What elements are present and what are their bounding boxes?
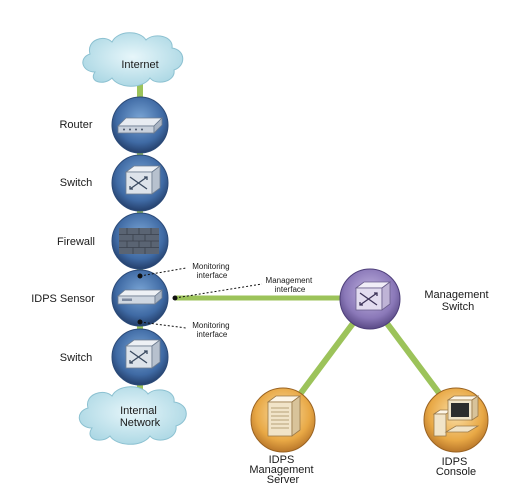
server-label-line1: IDPS bbox=[269, 454, 295, 466]
switch-icon bbox=[124, 165, 162, 195]
monitoring-interface-top-label: Monitoring interface bbox=[192, 262, 232, 280]
console-label-line1: IDPS bbox=[442, 456, 468, 468]
firewall-node: Firewall bbox=[57, 212, 169, 270]
switch-top-node: Switch bbox=[60, 154, 169, 212]
management-line2: interface bbox=[275, 285, 306, 294]
console-label-line2: Console bbox=[436, 466, 476, 478]
switch-top-label: Switch bbox=[60, 177, 92, 189]
internal-network-cloud: Internal Network bbox=[78, 386, 187, 445]
management-switch-node: Management Switch bbox=[339, 268, 491, 330]
links bbox=[137, 70, 451, 410]
monitoring-top-line1: Monitoring bbox=[192, 262, 229, 271]
idps-console-label: IDPS Console bbox=[436, 456, 476, 478]
idps-management-server-label: IDPS Management Server bbox=[249, 454, 316, 483]
management-switch-label-line2: Switch bbox=[442, 301, 474, 313]
router-node: Router bbox=[59, 96, 169, 154]
monitoring-bottom-line2: interface bbox=[197, 330, 228, 339]
monitoring-bottom-line1: Monitoring bbox=[192, 321, 229, 330]
internal-network-label: Internal Network bbox=[120, 405, 161, 429]
server-label-line2: Management bbox=[249, 464, 313, 476]
idps-sensor-node: IDPS Sensor bbox=[31, 269, 178, 327]
monitoring-top-line2: interface bbox=[197, 271, 228, 280]
firewall-label: Firewall bbox=[57, 236, 95, 248]
monitoring-interface-bottom-label: Monitoring interface bbox=[192, 321, 232, 339]
management-switch-label: Management Switch bbox=[424, 289, 491, 313]
switch-icon bbox=[124, 339, 162, 369]
annotations: Monitoring interface Management interfac… bbox=[139, 262, 315, 339]
server-icon bbox=[266, 395, 302, 437]
internet-cloud: Internet bbox=[82, 32, 184, 87]
idps-management-server-node: IDPS Management Server bbox=[249, 387, 316, 483]
link-management-switch-to-console bbox=[380, 316, 451, 407]
router-label: Router bbox=[59, 119, 92, 131]
cloud-icon bbox=[82, 32, 184, 87]
workstation-icon bbox=[432, 395, 480, 437]
switch-bottom-node: Switch bbox=[60, 328, 169, 386]
idps-console-node: IDPS Console bbox=[423, 387, 489, 478]
server-label-line3: Server bbox=[267, 474, 300, 483]
sensor-appliance-icon bbox=[116, 289, 164, 305]
switch-bottom-label: Switch bbox=[60, 352, 92, 364]
internal-network-label-line1: Internal bbox=[120, 405, 157, 417]
switch-icon bbox=[354, 281, 392, 311]
management-interface-label: Management interface bbox=[266, 276, 315, 294]
idps-sensor-label: IDPS Sensor bbox=[31, 293, 95, 305]
link-management-switch-to-server bbox=[289, 316, 360, 407]
cloud-icon bbox=[78, 386, 187, 445]
internet-label: Internet bbox=[121, 59, 158, 71]
internal-network-label-line2: Network bbox=[120, 417, 161, 429]
management-line1: Management bbox=[266, 276, 313, 285]
management-switch-label-line1: Management bbox=[424, 289, 488, 301]
firewall-icon bbox=[119, 228, 159, 254]
router-icon bbox=[117, 117, 163, 134]
